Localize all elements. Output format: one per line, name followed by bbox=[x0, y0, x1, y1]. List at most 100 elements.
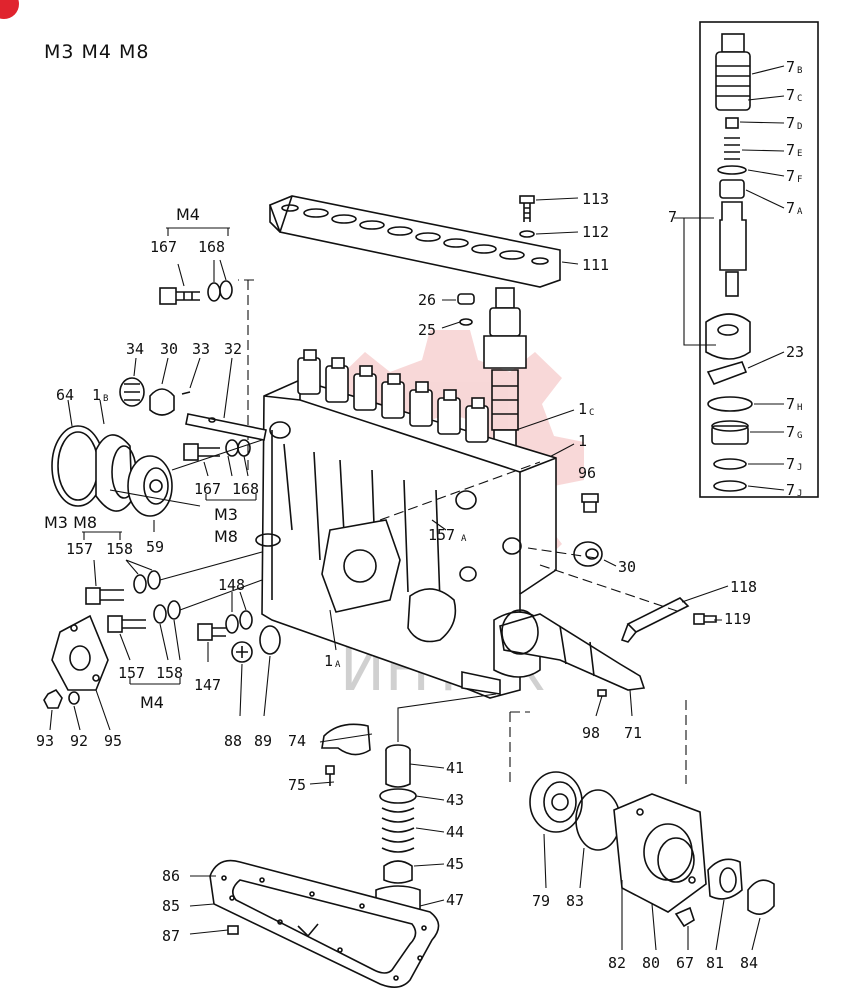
callout-67: 67 bbox=[676, 954, 694, 972]
callout-82: 82 bbox=[608, 954, 626, 972]
callout-7a-suffix: A bbox=[797, 207, 803, 217]
callout-1a-suffix: A bbox=[335, 660, 341, 670]
callout-44: 44 bbox=[446, 823, 464, 841]
callout-157a: 157 bbox=[428, 526, 455, 544]
callout-33: 33 bbox=[192, 340, 210, 358]
callout-85: 85 bbox=[162, 897, 180, 915]
callout-1b-suffix: B bbox=[103, 394, 108, 404]
callout-118: 118 bbox=[730, 578, 757, 596]
callout-157-lower: 157 bbox=[118, 664, 145, 682]
callout-167-top: 167 bbox=[150, 238, 177, 256]
banjo-bolt-167-top bbox=[159, 280, 233, 305]
bottom-cover-86 bbox=[209, 859, 440, 988]
callout-96: 96 bbox=[578, 464, 596, 482]
callout-158-left: 158 bbox=[106, 540, 133, 558]
callout-7d-suffix: D bbox=[797, 122, 802, 132]
callout-7j-2-suffix: J bbox=[797, 489, 802, 499]
group-label-m4-bottom: M4 bbox=[140, 693, 164, 712]
callout-1a: 1 bbox=[324, 652, 333, 670]
callout-7b-suffix: B bbox=[797, 66, 802, 76]
callout-7h-suffix: H bbox=[797, 403, 802, 413]
callout-1c: 1 bbox=[578, 400, 587, 418]
callout-7c: 7 bbox=[786, 86, 795, 104]
callout-88: 88 bbox=[224, 732, 242, 750]
drive-end-parts bbox=[529, 771, 775, 928]
callout-47: 47 bbox=[446, 891, 464, 909]
callout-7g: 7 bbox=[786, 423, 795, 441]
callout-89: 89 bbox=[254, 732, 272, 750]
corner-mark bbox=[0, 0, 19, 19]
callout-83: 83 bbox=[566, 892, 584, 910]
callout-1: 1 bbox=[578, 432, 587, 450]
callout-119: 119 bbox=[724, 610, 751, 628]
plug-96 bbox=[581, 493, 599, 513]
callout-158-lower: 158 bbox=[156, 664, 183, 682]
cover-plate-111 bbox=[268, 195, 561, 288]
callout-80: 80 bbox=[642, 954, 660, 972]
callout-86: 86 bbox=[162, 867, 180, 885]
pump-housing-1 bbox=[255, 349, 557, 699]
camshaft-71 bbox=[499, 609, 646, 691]
callout-7f: 7 bbox=[786, 167, 795, 185]
callout-30-left: 30 bbox=[160, 340, 178, 358]
callout-7c-suffix: C bbox=[797, 94, 802, 104]
callout-7h: 7 bbox=[786, 395, 795, 413]
callout-74: 74 bbox=[288, 732, 306, 750]
bracket-118 bbox=[620, 597, 717, 643]
callout-7a: 7 bbox=[786, 199, 795, 217]
callout-7j-2: 7 bbox=[786, 481, 795, 499]
delivery-valve-box bbox=[683, 21, 819, 498]
banjo-bolt-157-lower bbox=[107, 600, 181, 633]
callout-168-top: 168 bbox=[198, 238, 225, 256]
callout-26: 26 bbox=[418, 291, 436, 309]
callout-167-mid: 167 bbox=[194, 480, 221, 498]
callout-7g-suffix: G bbox=[797, 431, 802, 441]
group-label-m8-mid: M8 bbox=[214, 527, 238, 546]
callout-93: 93 bbox=[36, 732, 54, 750]
banjo-bolt-157-upper bbox=[85, 570, 161, 605]
callout-112: 112 bbox=[582, 223, 609, 241]
callout-34: 34 bbox=[126, 340, 144, 358]
callout-30-right: 30 bbox=[618, 558, 636, 576]
callout-41: 41 bbox=[446, 759, 464, 777]
callout-23: 23 bbox=[786, 343, 804, 361]
callout-7: 7 bbox=[668, 208, 677, 226]
timer-parts bbox=[51, 425, 173, 517]
callout-1b: 1 bbox=[92, 386, 101, 404]
callout-81: 81 bbox=[706, 954, 724, 972]
callout-111: 111 bbox=[582, 256, 609, 274]
callout-32: 32 bbox=[224, 340, 242, 358]
flange-gasket-95 bbox=[43, 614, 109, 709]
callout-71: 71 bbox=[624, 724, 642, 742]
callout-7e: 7 bbox=[786, 141, 795, 159]
callout-1c-suffix: C bbox=[589, 408, 594, 418]
group-label-m4-top: M4 bbox=[176, 205, 200, 224]
group-label-m3-mid: M3 bbox=[214, 505, 238, 524]
callout-95: 95 bbox=[104, 732, 122, 750]
collar-30-right bbox=[573, 541, 603, 567]
models-header: M3 M4 M8 bbox=[44, 41, 150, 63]
callout-43: 43 bbox=[446, 791, 464, 809]
callout-79: 79 bbox=[532, 892, 550, 910]
callout-7f-suffix: F bbox=[797, 175, 802, 185]
callout-7d: 7 bbox=[786, 114, 795, 132]
callout-113: 113 bbox=[582, 190, 609, 208]
callout-25: 25 bbox=[418, 321, 436, 339]
callout-157-left: 157 bbox=[66, 540, 93, 558]
callout-148: 148 bbox=[218, 576, 245, 594]
group-label-m3m8-left: M3 M8 bbox=[44, 513, 97, 532]
banjo-bolt-167-mid bbox=[183, 439, 251, 461]
callout-7b: 7 bbox=[786, 58, 795, 76]
callout-84: 84 bbox=[740, 954, 758, 972]
callout-7j-1: 7 bbox=[786, 455, 795, 473]
callout-64: 64 bbox=[56, 386, 74, 404]
bolt-147-group bbox=[197, 610, 281, 663]
callout-87: 87 bbox=[162, 927, 180, 945]
callout-168-mid: 168 bbox=[232, 480, 259, 498]
callout-59: 59 bbox=[146, 538, 164, 556]
callout-98: 98 bbox=[582, 724, 600, 742]
callout-7e-suffix: E bbox=[797, 149, 802, 159]
callout-147: 147 bbox=[194, 676, 221, 694]
governor-parts bbox=[119, 377, 267, 441]
